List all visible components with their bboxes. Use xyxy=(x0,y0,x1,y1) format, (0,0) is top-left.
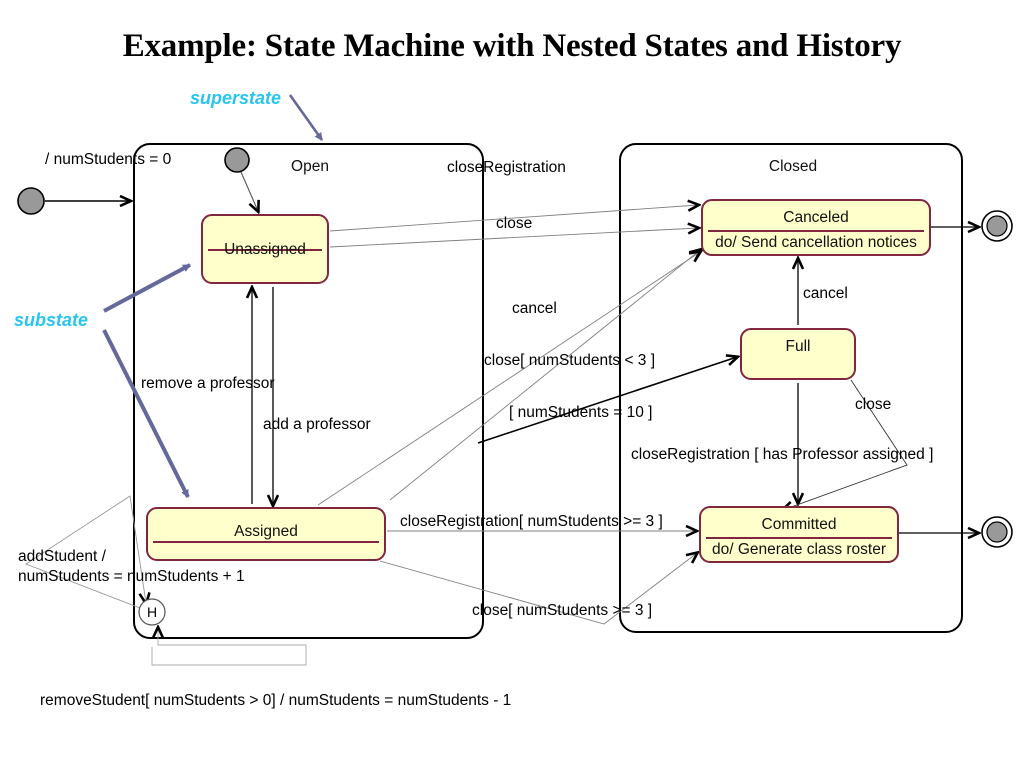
transition-openinitial-to-unassigned xyxy=(240,171,258,211)
transition-unassigned-to-canceled-close xyxy=(329,228,698,248)
history-state-label: H xyxy=(146,604,158,620)
state-canceled-box xyxy=(701,199,931,256)
open-initial-state-circle[interactable] xyxy=(224,147,250,173)
superstate-closed-border xyxy=(619,143,963,633)
transition-addstudent-self-loop xyxy=(25,495,146,609)
state-committed[interactable] xyxy=(699,506,899,563)
transition-label-num-eq-10: [ numStudents = 10 ] xyxy=(509,404,653,421)
state-full-label: Full xyxy=(785,338,811,355)
transition-label-close-ge3: close[ numStudents >= 3 ] xyxy=(472,602,653,619)
transition-assigned-to-canceled-cancel xyxy=(389,250,700,501)
state-assigned[interactable] xyxy=(146,507,386,561)
state-full-box xyxy=(740,328,856,380)
transition-label-add-student-line1: addStudent / xyxy=(18,548,106,565)
transition-label-close-reg-prof: closeRegistration [ has Professor assign… xyxy=(631,446,934,463)
substate-annotation-arrow-down xyxy=(102,329,190,498)
transition-label-full-cancel: cancel xyxy=(803,285,848,302)
transition-unassigned-to-canceled-closeregistration xyxy=(329,205,698,232)
state-unassigned[interactable] xyxy=(201,214,329,284)
superstate-closed[interactable] xyxy=(619,143,963,633)
transition-assigned-to-full xyxy=(477,357,737,444)
transition-label-cancel: cancel xyxy=(512,300,557,317)
history-state-circle[interactable] xyxy=(138,598,166,626)
transition-label-close: close xyxy=(496,215,533,232)
transition-assigned-to-committed-close-ge3 xyxy=(379,553,697,625)
final-state-committed[interactable] xyxy=(981,516,1013,548)
state-full[interactable] xyxy=(740,328,856,380)
substate-annotation-arrow-up xyxy=(103,263,191,313)
transition-label-full-close: close xyxy=(855,396,892,413)
transition-label-init-open: / numStudents = 0 xyxy=(45,151,172,168)
page-title: Example: State Machine with Nested State… xyxy=(122,28,902,64)
state-unassigned-label: Unassigned xyxy=(224,241,306,258)
superstate-annotation-arrow xyxy=(288,94,324,141)
state-canceled-activity: do/ Send cancellation notices xyxy=(715,234,917,251)
state-committed-activity: do/ Generate class roster xyxy=(711,541,887,558)
transition-label-add-professor: add a professor xyxy=(263,416,371,433)
state-committed-box xyxy=(699,506,899,563)
state-assigned-box xyxy=(146,507,386,561)
state-canceled[interactable] xyxy=(701,199,931,256)
transition-label-close-reg-ge3: closeRegistration[ numStudents >= 3 ] xyxy=(400,513,663,530)
transition-removestudent-self-loop xyxy=(151,628,307,666)
state-assigned-label: Assigned xyxy=(234,523,298,540)
transition-full-to-committed-close xyxy=(783,379,908,510)
transition-label-close-lt3: close[ numStudents < 3 ] xyxy=(484,352,656,369)
annotation-superstate: superstate xyxy=(190,88,282,108)
transition-label-remove-professor: remove a professor xyxy=(141,375,275,392)
transition-label-add-student-line2: numStudents = numStudents + 1 xyxy=(18,568,245,585)
initial-state-circle[interactable] xyxy=(17,187,45,215)
superstate-closed-label: Closed xyxy=(768,158,818,175)
transition-label-remove-student: removeStudent[ numStudents > 0] / numStu… xyxy=(40,692,512,709)
state-committed-label: Committed xyxy=(761,516,837,533)
transition-assigned-to-canceled-close-lt3 xyxy=(317,252,700,506)
state-canceled-label: Canceled xyxy=(783,209,849,226)
transition-label-close-registration: closeRegistration xyxy=(447,159,566,176)
final-state-canceled[interactable] xyxy=(981,210,1013,242)
annotation-substate: substate xyxy=(14,310,89,330)
superstate-open-label: Open xyxy=(291,158,329,175)
